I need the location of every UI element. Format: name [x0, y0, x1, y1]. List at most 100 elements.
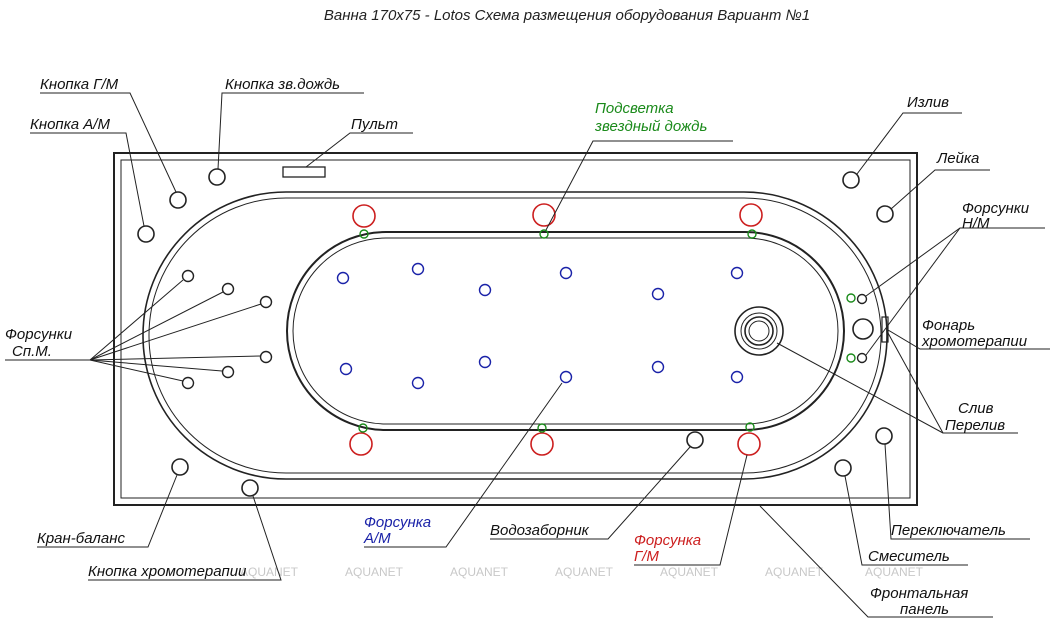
- air-jet-icon: [411, 376, 425, 390]
- air-jet-icon: [730, 266, 744, 280]
- button-gm-icon: [169, 191, 187, 209]
- label-control-panel: Пульт: [351, 116, 398, 133]
- label-hydro-jet: Форсунка: [634, 532, 701, 549]
- button-star-rain-icon: [208, 168, 226, 186]
- rim-fittings: [137, 168, 894, 497]
- chromotherapy-lamp-icon: [852, 318, 874, 340]
- control-panel: [282, 166, 326, 178]
- air-jets: [336, 262, 744, 390]
- bath-rim-inner: [120, 159, 911, 499]
- back-jet-icon: [221, 282, 235, 296]
- label-foot-jets: Форсунки: [962, 200, 1030, 217]
- led-light-icon: [846, 293, 856, 303]
- led-light-icon: [359, 229, 369, 239]
- led-light-icon: [747, 229, 757, 239]
- foot-jet-icon: [856, 293, 868, 305]
- watermark-text: AQUANET: [240, 565, 299, 579]
- label-star-rain-light-2: звездный дождь: [594, 118, 707, 135]
- hydro-jet-icon: [532, 203, 556, 227]
- label-air-jet-2: А/М: [363, 530, 391, 547]
- back-jet-icon: [221, 365, 235, 379]
- hydro-jet-icon: [530, 432, 554, 456]
- label-back-jets: Форсунки: [5, 326, 73, 343]
- label-balance-valve: Кран-баланс: [37, 530, 125, 547]
- bath-bottom-outer: [286, 231, 845, 431]
- label-shower-head: Лейка: [936, 150, 979, 167]
- back-jet-icon: [259, 350, 273, 364]
- back-jet-icon: [259, 295, 273, 309]
- air-jet-icon: [730, 370, 744, 384]
- label-air-jet: Форсунка: [364, 514, 431, 531]
- back-jets: [181, 269, 273, 390]
- bath-bowl-inner: [148, 197, 882, 474]
- label-lamp: Фонарь: [922, 317, 975, 334]
- back-jet-icon: [181, 269, 195, 283]
- hydro-jets: [349, 203, 763, 456]
- bath-bowl-outer: [142, 191, 888, 480]
- foot-jet-icon: [856, 352, 868, 364]
- chromotherapy-button-icon: [241, 479, 259, 497]
- leader-lines: [5, 92, 1050, 618]
- label-switch: Переключатель: [891, 522, 1006, 539]
- bath-rim-outer: [113, 152, 918, 506]
- foot-jets: [856, 293, 868, 364]
- watermark-text: AQUANET: [555, 565, 614, 579]
- mixer-icon: [834, 459, 852, 477]
- back-jet-icon: [181, 376, 195, 390]
- air-jet-icon: [651, 360, 665, 374]
- label-button-am: Кнопка А/М: [30, 116, 110, 133]
- label-foot-jets-2: Н/М: [962, 215, 990, 232]
- watermark-text: AQUANET: [345, 565, 404, 579]
- water-intake-icon: [686, 431, 704, 449]
- labels: Кнопка Г/М Кнопка А/М Кнопка зв.дождь Пу…: [5, 76, 1030, 618]
- led-light-icon: [539, 229, 549, 239]
- led-light-icon: [358, 423, 368, 433]
- label-drain: Слив: [958, 400, 994, 417]
- label-water-intake: Водозаборник: [490, 522, 590, 539]
- switch-icon: [875, 427, 893, 445]
- spout-icon: [842, 171, 860, 189]
- star-rain-lights: [358, 229, 856, 433]
- labels-green: Подсветка звездный дождь: [594, 100, 707, 135]
- air-jet-icon: [559, 370, 573, 384]
- air-jet-icon: [651, 287, 665, 301]
- hydro-jet-icon: [349, 432, 373, 456]
- led-light-icon: [745, 422, 755, 432]
- label-lamp-2: хромотерапии: [921, 333, 1028, 350]
- label-overflow: Перелив: [945, 417, 1005, 434]
- label-back-jets-2: Сп.М.: [12, 343, 52, 360]
- watermark-row: AQUANET AQUANET AQUANET AQUANET AQUANET …: [240, 565, 924, 579]
- watermark-text: AQUANET: [450, 565, 509, 579]
- label-star-rain-light: Подсветка: [595, 100, 674, 117]
- label-hydro-jet-2: Г/М: [634, 548, 659, 565]
- label-mixer: Смеситель: [868, 548, 950, 565]
- label-chromotherapy-button: Кнопка хромотерапии: [88, 563, 247, 580]
- label-spout: Излив: [907, 94, 949, 111]
- led-light-icon: [846, 353, 856, 363]
- air-jet-icon: [478, 355, 492, 369]
- air-jet-icon: [339, 362, 353, 376]
- label-button-gm: Кнопка Г/М: [40, 76, 119, 93]
- button-am-icon: [137, 225, 155, 243]
- air-jet-icon: [411, 262, 425, 276]
- air-jet-icon: [559, 266, 573, 280]
- labels-red: Форсунка Г/М: [634, 532, 701, 565]
- air-jet-icon: [478, 283, 492, 297]
- balance-valve-icon: [171, 458, 189, 476]
- lamp-bracket-icon: [881, 316, 889, 343]
- air-jet-icon: [336, 271, 350, 285]
- watermark-text: AQUANET: [865, 565, 924, 579]
- led-light-icon: [537, 423, 547, 433]
- diagram-title: Ванна 170x75 - Lotos Схема размещения об…: [324, 7, 810, 24]
- bath-outline: [113, 152, 918, 506]
- label-front-panel: Фронтальная: [870, 585, 968, 602]
- watermark-text: AQUANET: [765, 565, 824, 579]
- drain-icon: [734, 306, 784, 356]
- hydro-jet-icon: [737, 432, 761, 456]
- hydro-jet-icon: [739, 203, 763, 227]
- labels-blue: Форсунка А/М: [363, 514, 431, 547]
- shower-head-icon: [876, 205, 894, 223]
- label-front-panel-2: панель: [900, 601, 949, 618]
- bath-bottom-inner: [292, 237, 839, 425]
